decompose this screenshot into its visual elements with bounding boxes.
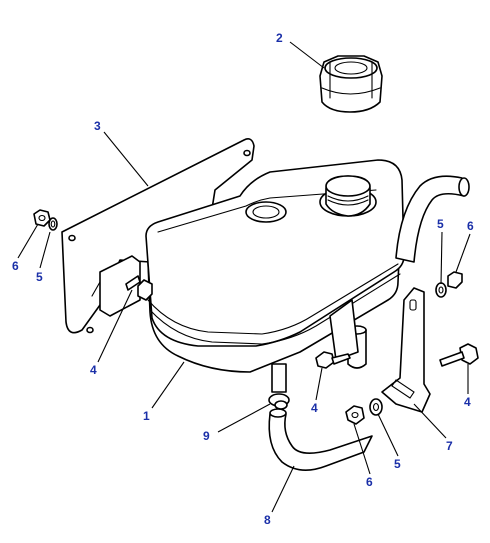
label-4a: 4 [90,363,97,377]
label-9: 9 [203,429,210,443]
label-7: 7 [446,439,453,453]
washer-right [435,282,447,298]
label-5b: 5 [437,217,444,231]
lower-hose [268,408,373,471]
nut-left [33,209,51,227]
filler-cap [319,55,383,113]
label-6a: 6 [12,259,19,273]
washer-bottom [369,398,383,416]
strap-bracket [381,287,431,413]
label-6c: 6 [366,475,373,489]
washer-left [48,217,58,231]
label-5a: 5 [36,270,43,284]
return-hose-upper [395,175,470,263]
label-6b: 6 [467,219,474,233]
nut-bottom [345,405,365,425]
bolt-center [315,351,351,369]
callout-labels: 2 3 1 4 4 4 6 5 5 6 6 5 7 8 9 [12,31,474,527]
hose-clip [268,393,290,410]
bolt-left [125,275,153,301]
label-1: 1 [143,409,150,423]
reservoir-tank [145,159,405,393]
label-5c: 5 [394,457,401,471]
label-8: 8 [264,513,271,527]
label-3: 3 [94,119,101,133]
nut-right [447,271,463,289]
label-4b: 4 [311,401,318,415]
bolt-right [439,343,479,367]
label-4c: 4 [464,395,471,409]
label-2: 2 [276,31,283,45]
leader-lines [17,41,471,513]
